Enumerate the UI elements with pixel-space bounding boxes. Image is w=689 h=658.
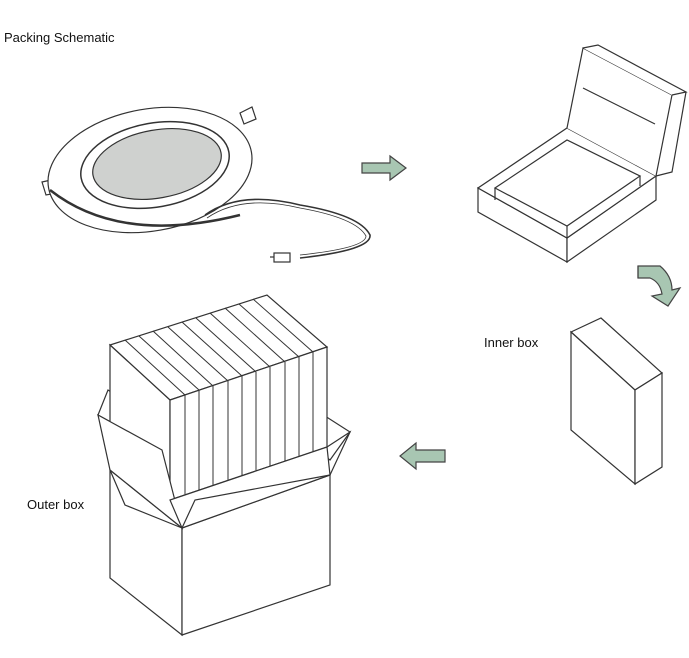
inner-box-label: Inner box — [484, 335, 539, 350]
open-gift-box-illustration — [476, 44, 688, 264]
curved-arrow-icon — [637, 265, 682, 307]
inner-box-illustration — [569, 317, 663, 486]
led-panel-light-illustration — [41, 106, 371, 263]
outer-box-label: Outer box — [27, 497, 85, 512]
outer-carton-with-boxes-illustration — [97, 294, 352, 637]
arrow-left-icon — [399, 441, 446, 471]
arrow-right-icon — [361, 154, 407, 182]
diagram-title: Packing Schematic — [4, 30, 115, 45]
